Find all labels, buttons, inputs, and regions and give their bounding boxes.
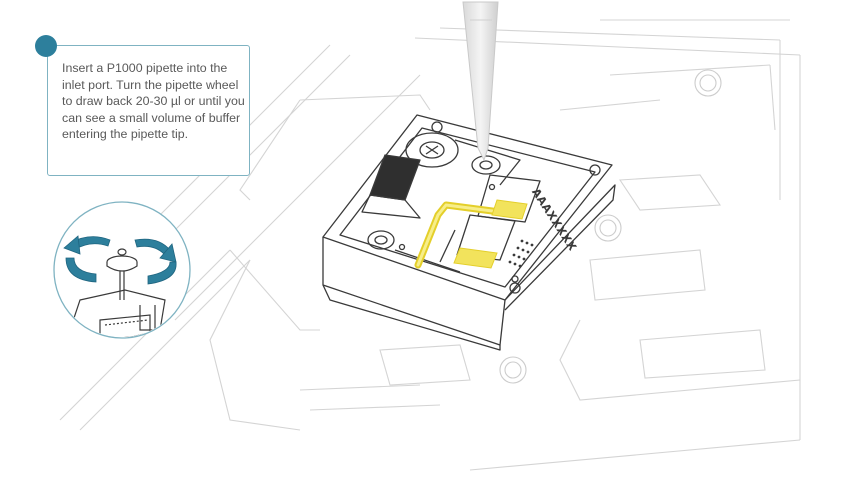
wheel-knob-icon bbox=[106, 248, 138, 272]
step-dot-icon bbox=[35, 35, 57, 57]
flowcell-cartridge bbox=[322, 114, 616, 351]
instruction-text: Insert a P1000 pipette into the inlet po… bbox=[62, 61, 245, 141]
background-port-icons bbox=[499, 69, 722, 384]
rotate-arrows-icon bbox=[63, 235, 177, 285]
pipette-wheel-inset bbox=[53, 201, 191, 339]
instruction-callout: Insert a P1000 pipette into the inlet po… bbox=[47, 45, 250, 176]
pipette-tip bbox=[462, 1, 499, 162]
highlighted-channel bbox=[414, 199, 528, 269]
